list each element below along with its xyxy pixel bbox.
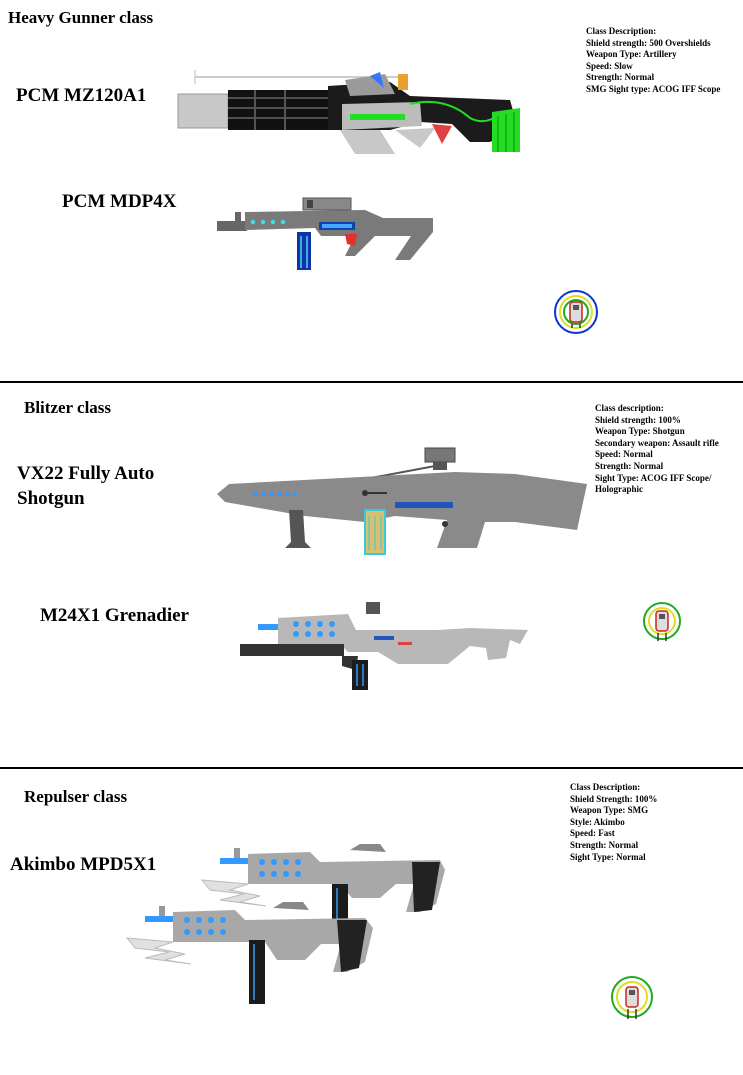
repulser-title: Repulser class bbox=[24, 787, 128, 806]
mdp4x-illustration bbox=[217, 197, 433, 270]
heavy-gunner-emblem-icon bbox=[554, 290, 598, 334]
desc-line: Sight Type: ACOG IFF Scope/ bbox=[595, 472, 712, 483]
desc-line: Weapon Type: SMG bbox=[570, 805, 649, 816]
desc-line: Class Description: bbox=[586, 26, 657, 36]
desc-line: Speed: Normal bbox=[595, 449, 653, 460]
repulser-emblem-icon bbox=[611, 976, 653, 1019]
heavy-gunner-description: Class Description: Shield strength: 500 … bbox=[586, 26, 720, 96]
akimbo-smg-top-illustration bbox=[200, 844, 445, 930]
desc-line: Speed: Slow bbox=[586, 60, 633, 71]
weapon-name-vx22-line2: Shotgun bbox=[17, 488, 85, 509]
akimbo-smg-bottom-illustration bbox=[125, 902, 373, 1004]
weapon-name-mpd5x1: Akimbo MPD5X1 bbox=[10, 854, 157, 875]
desc-line: Style: Akimbo bbox=[570, 816, 625, 827]
desc-line: Strength: Normal bbox=[586, 72, 655, 83]
desc-line: Shield strength: 500 Overshields bbox=[586, 37, 711, 48]
desc-line: Holographic bbox=[595, 484, 644, 495]
blitzer-description: Class description: Shield strength: 100%… bbox=[595, 403, 719, 496]
section-divider bbox=[0, 381, 743, 383]
weapon-name-mdp4x: PCM MDP4X bbox=[62, 191, 177, 212]
desc-line: Sight Type: Normal bbox=[570, 851, 646, 862]
desc-line: SMG Sight type: ACOG IFF Scope bbox=[586, 83, 721, 94]
desc-line: Class Description: bbox=[570, 782, 641, 792]
desc-line: Shield strength: 100% bbox=[595, 414, 681, 425]
desc-line: Weapon Type: Artillery bbox=[586, 49, 677, 60]
desc-line: Shield Strength: 100% bbox=[570, 793, 658, 804]
heavy-gunner-title: Heavy Gunner class bbox=[8, 8, 154, 27]
desc-line: Weapon Type: Shotgun bbox=[595, 426, 685, 437]
repulser-description: Class Description: Shield Strength: 100%… bbox=[570, 782, 657, 863]
blitzer-emblem-icon bbox=[643, 602, 681, 641]
weapon-name-mz120a1: PCM MZ120A1 bbox=[16, 85, 147, 106]
weapon-name-m24x1: M24X1 Grenadier bbox=[40, 605, 189, 626]
desc-line: Strength: Normal bbox=[595, 460, 664, 471]
desc-line: Speed: Fast bbox=[570, 828, 615, 839]
desc-line: Strength: Normal bbox=[570, 839, 639, 850]
blitzer-title: Blitzer class bbox=[24, 398, 112, 417]
m24x1-illustration bbox=[240, 602, 528, 690]
desc-line: Class description: bbox=[595, 403, 664, 413]
vx22-shotgun-illustration bbox=[217, 447, 587, 555]
minigun-illustration bbox=[177, 70, 520, 154]
weapon-name-vx22: VX22 Fully Auto bbox=[17, 463, 155, 484]
section-divider bbox=[0, 767, 743, 769]
desc-line: Secondary weapon: Assault rifle bbox=[595, 437, 719, 448]
